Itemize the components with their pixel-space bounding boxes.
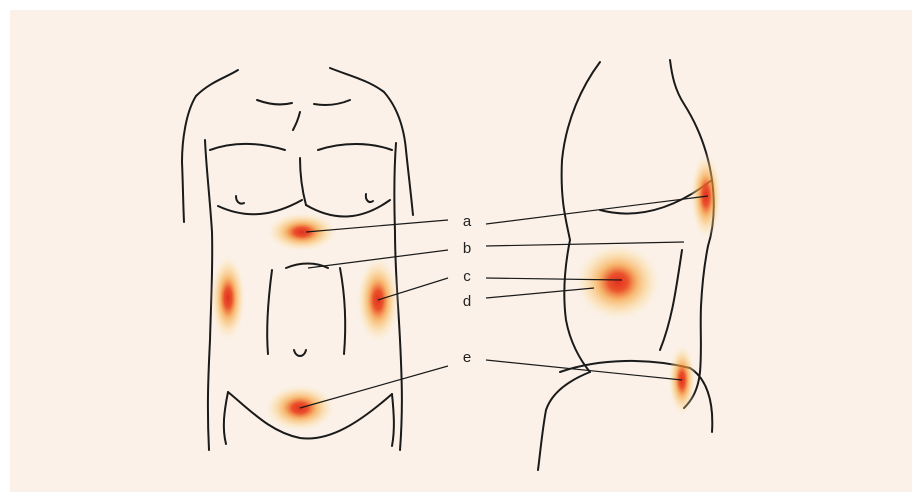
label-e: e (463, 349, 471, 366)
label-a: a (463, 213, 472, 230)
label-d: d (463, 293, 471, 310)
marker-front-epigastric (266, 212, 338, 252)
marker-front-left-flank (210, 254, 246, 342)
label-c: c (463, 268, 471, 285)
label-b: b (463, 240, 471, 257)
figure-background (10, 10, 912, 492)
marker-side-middle (574, 242, 662, 322)
anatomy-diagram: a b c d e (10, 10, 912, 492)
